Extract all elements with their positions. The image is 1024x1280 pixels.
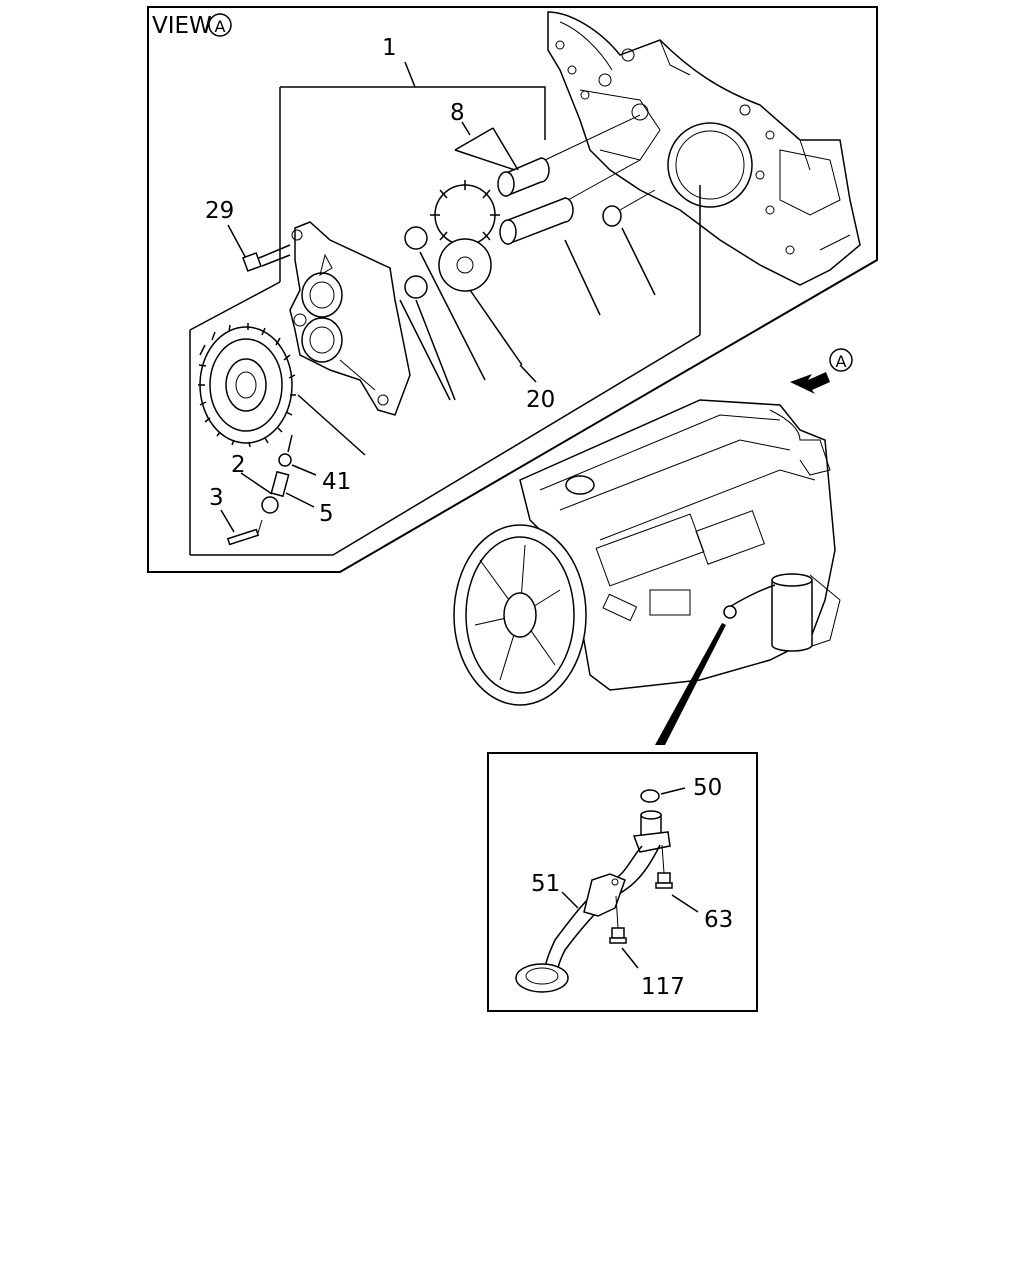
view-label: VIEW <box>152 13 212 39</box>
bushings <box>404 226 428 299</box>
engine-block-front-case <box>547 11 861 286</box>
callout-5: 5 <box>319 501 334 527</box>
oil-pump-drive-gear <box>198 323 296 448</box>
view-a-frame <box>147 6 878 573</box>
callout-50: 50 <box>693 775 722 801</box>
callout-51: 51 <box>531 871 560 897</box>
callout-63: 63 <box>704 907 733 933</box>
spring-5 <box>270 470 290 498</box>
view-marker: A <box>215 17 226 36</box>
o-ring-41 <box>278 453 292 467</box>
callout-20: 20 <box>526 387 555 413</box>
callout-8: 8 <box>450 100 465 126</box>
oil-pump-housing <box>289 221 411 416</box>
callout-117: 117 <box>641 974 685 1000</box>
o-ring-50 <box>640 789 660 803</box>
ball-2 <box>261 496 279 514</box>
bolt-29 <box>227 224 291 272</box>
callout-3: 3 <box>209 485 224 511</box>
callout-2: 2 <box>231 452 246 478</box>
dowel-pins <box>497 114 656 246</box>
pin-3 <box>226 528 260 546</box>
detail-box <box>487 752 758 1012</box>
view-marker-circle <box>208 13 232 37</box>
detail-pointer <box>655 623 726 745</box>
arrow-marker: A <box>836 352 847 371</box>
oil-strainer-pipe <box>515 787 699 993</box>
relief-valve-parts <box>220 434 317 546</box>
view-direction-arrow: A <box>790 348 853 394</box>
pump-driven-gear <box>430 180 500 292</box>
callout-29: 29 <box>205 198 234 224</box>
callout-8-leader <box>454 121 519 171</box>
assembly-guide-lines <box>297 227 656 456</box>
engine-assembly <box>453 399 841 706</box>
callout-1: 1 <box>382 35 397 61</box>
callout-41: 41 <box>322 469 351 495</box>
